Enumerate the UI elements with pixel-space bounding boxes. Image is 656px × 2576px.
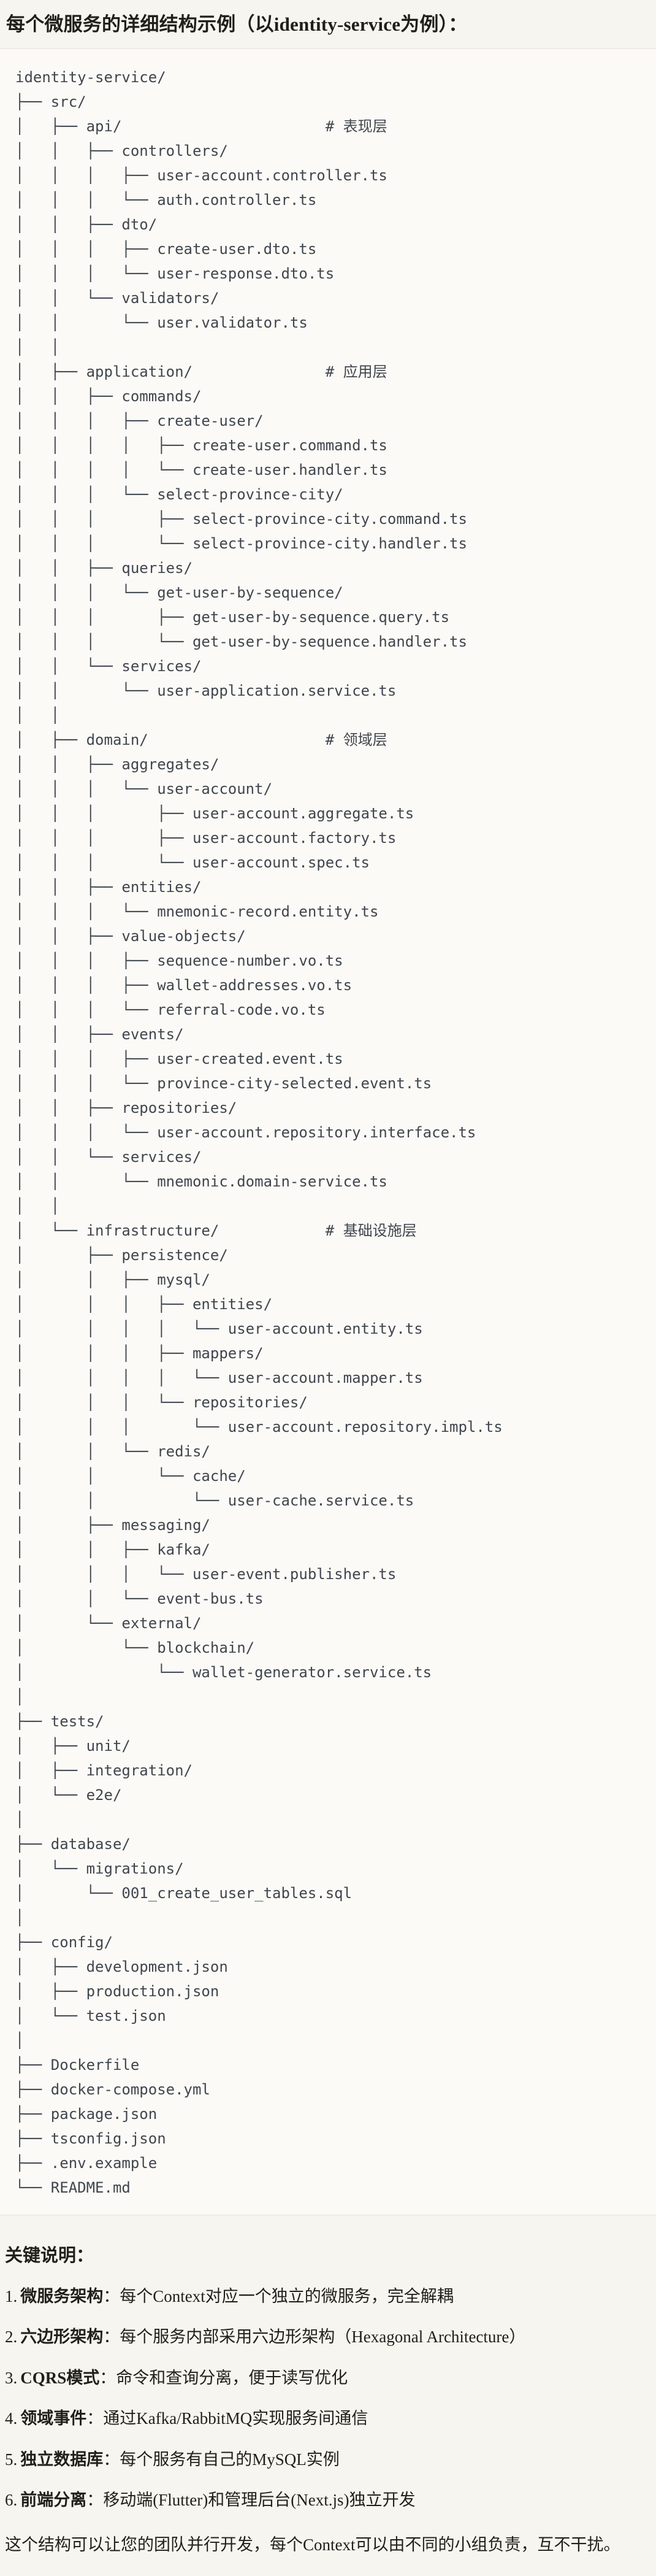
note-description: 每个服务内部采用六边形架构（Hexagonal Architecture） [120,2328,526,2347]
note-separator: ： [103,2328,120,2347]
note-separator: ： [86,2491,104,2510]
note-separator: ： [103,2287,120,2305]
note-description: 每个Context对应一个独立的微服务，完全解耦 [120,2287,454,2305]
note-number: 2. [5,2328,18,2347]
note-term: 微服务架构 [20,2287,104,2305]
note-item-6: 6.前端分离：移动端(Flutter)和管理后台(Next.js)独立开发 [5,2489,649,2511]
note-number: 4. [5,2409,18,2428]
notes-section: 关键说明： 1.微服务架构：每个Context对应一个独立的微服务，完全解耦 2… [0,2241,656,2576]
note-description: 通过Kafka/RabbitMQ实现服务间通信 [103,2409,368,2428]
note-term: 前端分离 [20,2491,87,2510]
page-title: 每个微服务的详细结构示例（以identity-service为例）： [6,13,468,35]
note-item-5: 5.独立数据库：每个服务有自己的MySQL实例 [5,2448,649,2470]
closing-paragraph: 这个结构可以让您的团队并行开发，每个Context可以由不同的小组负责，互不干扰… [5,2535,620,2554]
note-term: CQRS模式 [20,2368,100,2387]
note-term: 领域事件 [20,2409,87,2428]
note-item-4: 4.领域事件：通过Kafka/RabbitMQ实现服务间通信 [5,2407,649,2429]
directory-tree: identity-service/ ├── src/ │ ├── api/ # … [15,69,503,2196]
directory-tree-block: identity-service/ ├── src/ │ ├── api/ # … [0,48,656,2215]
note-separator: ： [103,2450,120,2469]
note-term: 独立数据库 [20,2450,104,2469]
note-description: 命令和查询分离，便于读写优化 [116,2368,348,2387]
note-separator: ： [86,2409,104,2428]
note-item-2: 2.六边形架构：每个服务内部采用六边形架构（Hexagonal Architec… [5,2326,649,2348]
note-number: 6. [5,2491,18,2510]
notes-heading: 关键说明： [5,2246,94,2266]
note-description: 每个服务有自己的MySQL实例 [120,2450,340,2469]
note-item-3: 3.CQRS模式：命令和查询分离，便于读写优化 [5,2367,649,2389]
note-number: 1. [5,2287,18,2305]
note-description: 移动端(Flutter)和管理后台(Next.js)独立开发 [103,2491,416,2510]
note-item-1: 1.微服务架构：每个Context对应一个独立的微服务，完全解耦 [5,2285,649,2307]
note-term: 六边形架构 [20,2328,104,2347]
note-number: 5. [5,2450,18,2469]
note-separator: ： [99,2368,116,2387]
note-number: 3. [5,2368,18,2387]
